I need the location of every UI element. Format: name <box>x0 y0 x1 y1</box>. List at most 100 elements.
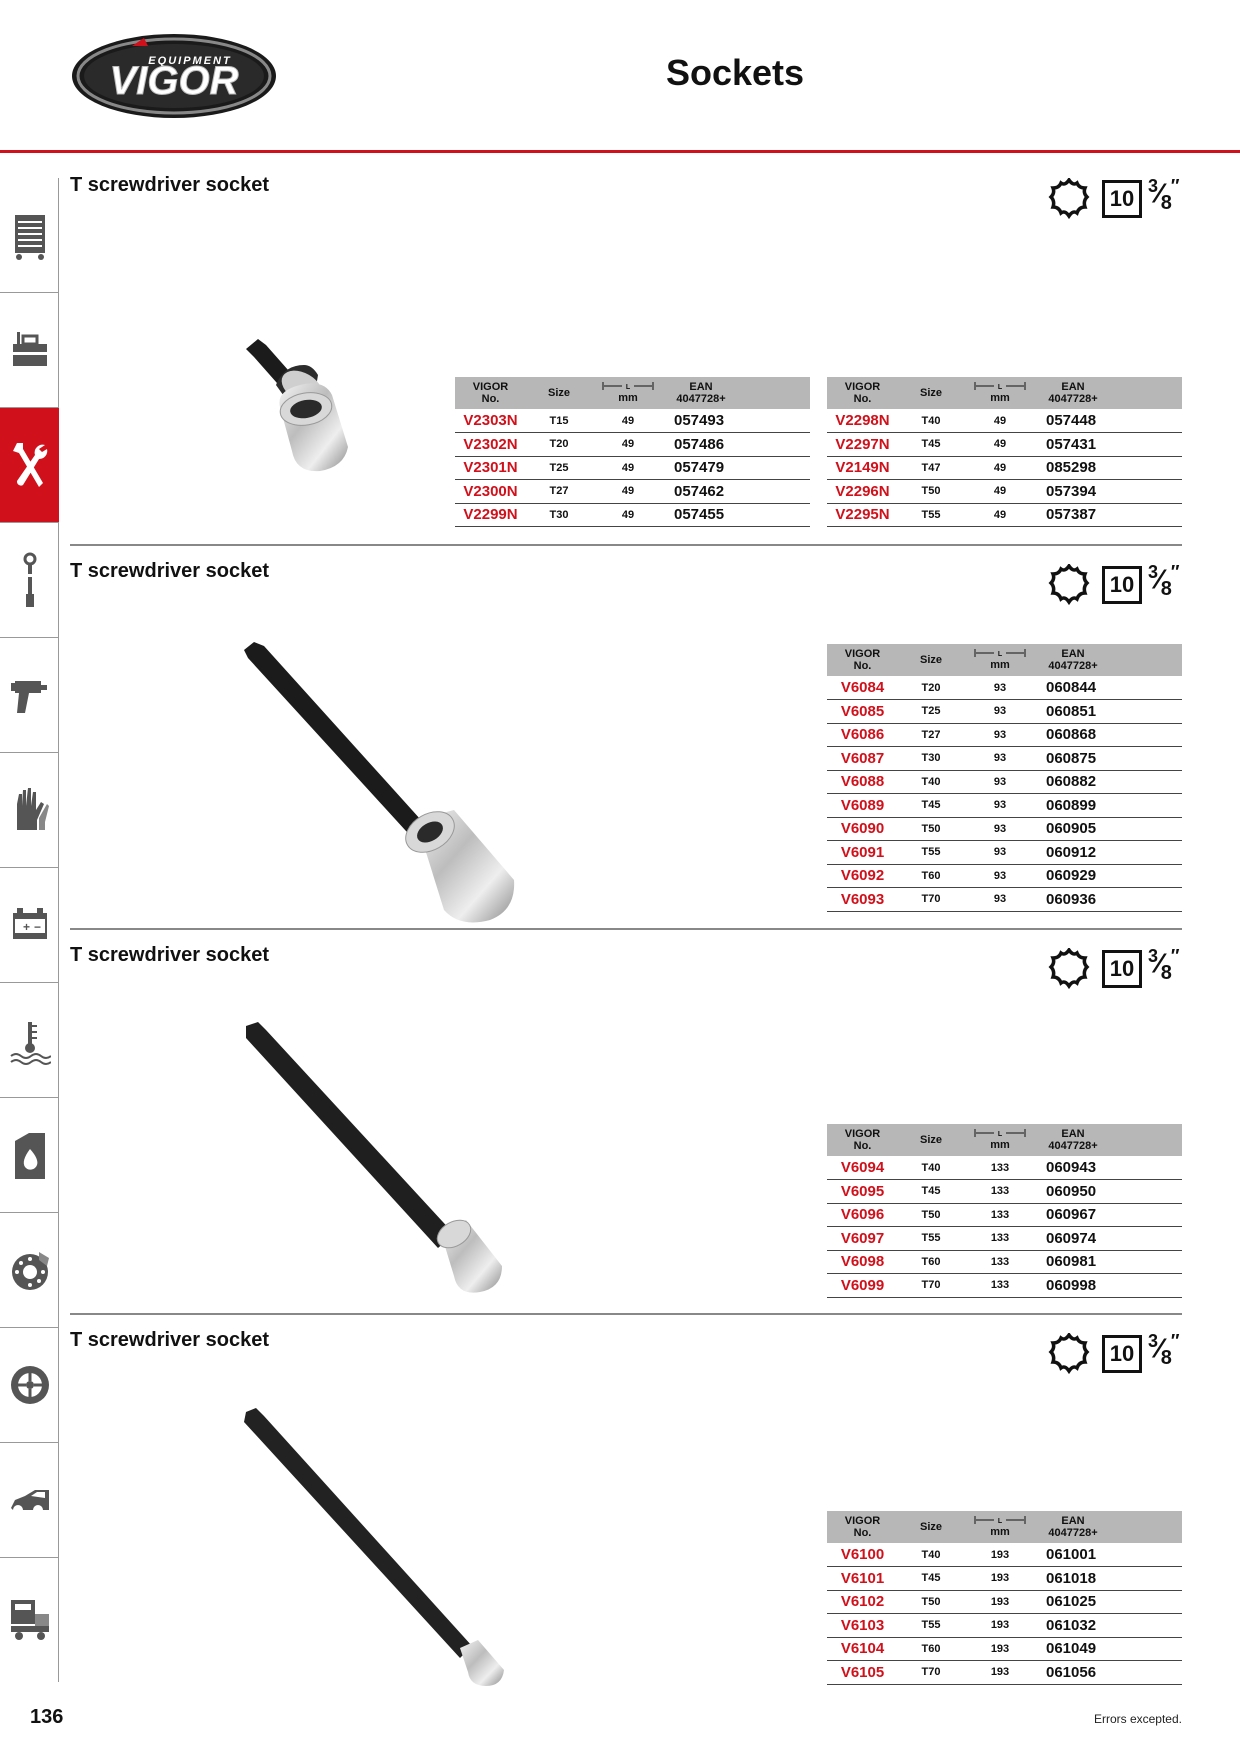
col-size: Size <box>526 377 592 409</box>
svg-text:L: L <box>998 651 1003 657</box>
brake-disc-icon <box>11 1252 49 1290</box>
col-size: Size <box>898 1511 964 1543</box>
sidebar-item-torque-wrench[interactable] <box>0 523 59 638</box>
section-title-3: T screwdriver socket <box>70 944 269 966</box>
sidebar-item-tool-trolley[interactable] <box>0 178 59 293</box>
sidebar-item-brakes[interactable] <box>0 1213 59 1328</box>
product-image-socket-long <box>246 1022 502 1293</box>
drive-size-box: 10 <box>1102 1335 1142 1373</box>
sidebar-item-hand-tools[interactable] <box>0 408 59 523</box>
section-divider <box>70 1313 1182 1315</box>
section-divider <box>70 928 1182 930</box>
page-number: 136 <box>30 1706 64 1728</box>
drive-fraction: 3⁄8″ <box>1148 176 1179 214</box>
logo-subtext: EQUIPMENT <box>148 55 231 67</box>
col-blank <box>1110 1511 1182 1543</box>
col-size: Size <box>898 377 964 409</box>
torx-profile-icon <box>1048 948 1090 990</box>
torx-profile-icon <box>1048 1333 1090 1375</box>
sidebar-item-tool-box[interactable] <box>0 293 59 408</box>
product-image-socket-short <box>246 339 348 472</box>
spec-icons-4: 10 3⁄8″ <box>1048 1331 1188 1377</box>
tool-trolley-icon <box>14 215 45 260</box>
wheel-icon <box>10 1366 49 1404</box>
drive-size-box: 10 <box>1102 180 1142 218</box>
sidebar-item-oil-service[interactable] <box>0 1098 59 1213</box>
col-size: Size <box>898 1124 964 1156</box>
truck-icon <box>10 1599 49 1640</box>
page-title: Sockets <box>665 52 805 93</box>
col-size: Size <box>898 644 964 676</box>
product-image-socket-extra-long <box>244 1408 504 1686</box>
logo-text: VIGOR <box>110 59 239 103</box>
length-arrow-icon: L <box>974 649 1026 657</box>
drive-size-box: 10 <box>1102 950 1142 988</box>
impact-wrench-icon <box>10 681 47 713</box>
section-title-2: T screwdriver socket <box>70 560 269 582</box>
length-arrow-icon: L <box>974 1516 1026 1524</box>
drive-fraction: 3⁄8″ <box>1148 946 1179 984</box>
coolant-temperature-icon <box>9 1022 51 1065</box>
car-body-icon <box>10 1490 49 1510</box>
spec-icons-1: 10 3⁄8″ <box>1048 176 1188 222</box>
length-arrow-icon: L <box>602 382 654 390</box>
category-sidebar: +− <box>0 178 59 1682</box>
svg-text:+: + <box>23 920 30 934</box>
length-arrow-icon: L <box>974 1129 1026 1137</box>
col-blank <box>738 377 810 409</box>
sidebar-item-car-body[interactable] <box>0 1443 59 1558</box>
battery-icon: +− <box>12 908 47 939</box>
sidebar-item-wheels[interactable] <box>0 1328 59 1443</box>
spec-icons-3: 10 3⁄8″ <box>1048 946 1188 992</box>
sidebar-item-cooling[interactable] <box>0 983 59 1098</box>
section-divider <box>70 544 1182 546</box>
drive-fraction: 3⁄8″ <box>1148 1331 1179 1369</box>
svg-text:L: L <box>626 384 631 390</box>
svg-text:L: L <box>998 1518 1003 1524</box>
vigor-logo: EQUIPMENT VIGOR <box>72 34 276 118</box>
torx-profile-icon <box>1048 564 1090 606</box>
sidebar-item-pneumatic-tools[interactable] <box>0 638 59 753</box>
sidebar-item-commercial-vehicles[interactable] <box>0 1558 59 1673</box>
svg-text:−: − <box>34 920 41 934</box>
torx-profile-icon <box>1048 178 1090 220</box>
drive-fraction: 3⁄8″ <box>1148 562 1179 600</box>
sidebar-item-workwear[interactable] <box>0 753 59 868</box>
col-blank <box>1110 1124 1182 1156</box>
sidebar-item-battery[interactable]: +− <box>0 868 59 983</box>
